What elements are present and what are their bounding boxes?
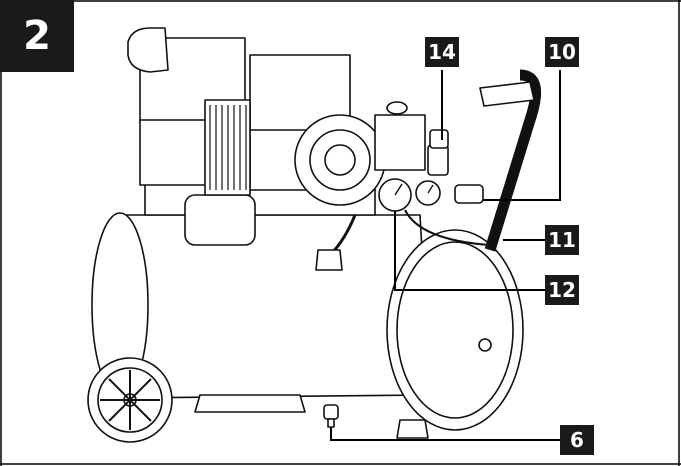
regulator-knob — [429, 129, 449, 149]
pressure-switch — [374, 114, 426, 171]
fan-cover-center — [324, 144, 356, 176]
pump-cylinder-left — [139, 119, 211, 186]
wheel-spokes — [100, 370, 160, 430]
tank-cap-bolt — [478, 338, 492, 352]
rubber-foot — [396, 419, 429, 439]
tank-to-switch-pipe — [404, 209, 491, 246]
drain-valve — [323, 404, 339, 420]
callout-14: 14 — [425, 37, 459, 67]
capacitor — [184, 194, 256, 246]
leader-line-10 — [483, 70, 561, 201]
safety-valve — [315, 249, 343, 271]
callout-11: 11 — [545, 225, 579, 255]
figure-number: 2 — [0, 0, 74, 72]
tank-end-cap-rim — [396, 241, 514, 419]
pressure-switch-knob — [386, 101, 408, 115]
tank-gauge-needle — [394, 183, 403, 196]
leader-line-12 — [394, 211, 545, 291]
air-intake-filter — [127, 27, 169, 73]
quick-coupler — [454, 184, 484, 204]
foot-bracket — [194, 394, 306, 413]
callout-12: 12 — [545, 275, 579, 305]
handle-grip — [479, 81, 535, 107]
callout-10: 10 — [545, 37, 579, 67]
output-gauge-needle — [427, 184, 434, 194]
cooling-fin-lines — [209, 105, 247, 190]
carry-handle — [484, 69, 542, 252]
callout-6: 6 — [560, 425, 594, 455]
drain-valve-stem — [327, 418, 335, 428]
leader-line-6 — [330, 427, 560, 441]
pressure-regulator — [427, 144, 449, 176]
